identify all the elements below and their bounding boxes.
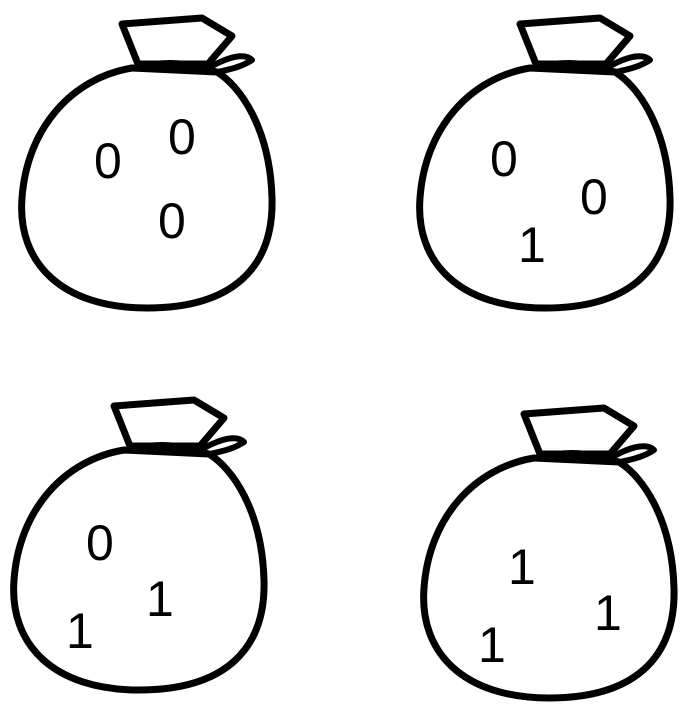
bag-1-digit-2: 0 (168, 112, 196, 162)
bag-3-digit-2: 1 (146, 574, 174, 624)
money-bag-3: 0 1 1 (4, 390, 274, 710)
bag-outline-icon (4, 390, 274, 710)
bag-outline-icon (410, 8, 680, 328)
money-bag-2: 0 0 1 (410, 8, 680, 328)
bag-2-digit-2: 0 (580, 172, 608, 222)
bag-2-digit-1: 0 (490, 134, 518, 184)
money-bag-1: 0 0 0 (12, 8, 282, 328)
bag-outline-icon (12, 8, 282, 328)
money-bag-4: 1 1 1 (414, 398, 681, 718)
bag-3-digit-1: 0 (86, 518, 114, 568)
bag-2-digit-3: 1 (518, 220, 546, 270)
bag-1-digit-1: 0 (94, 136, 122, 186)
bag-3-digit-3: 1 (66, 606, 94, 656)
bag-1-digit-3: 0 (158, 196, 186, 246)
bag-4-digit-3: 1 (478, 620, 506, 670)
bag-outline-icon (414, 398, 681, 718)
bag-4-digit-1: 1 (508, 542, 536, 592)
bag-4-digit-2: 1 (594, 588, 622, 638)
